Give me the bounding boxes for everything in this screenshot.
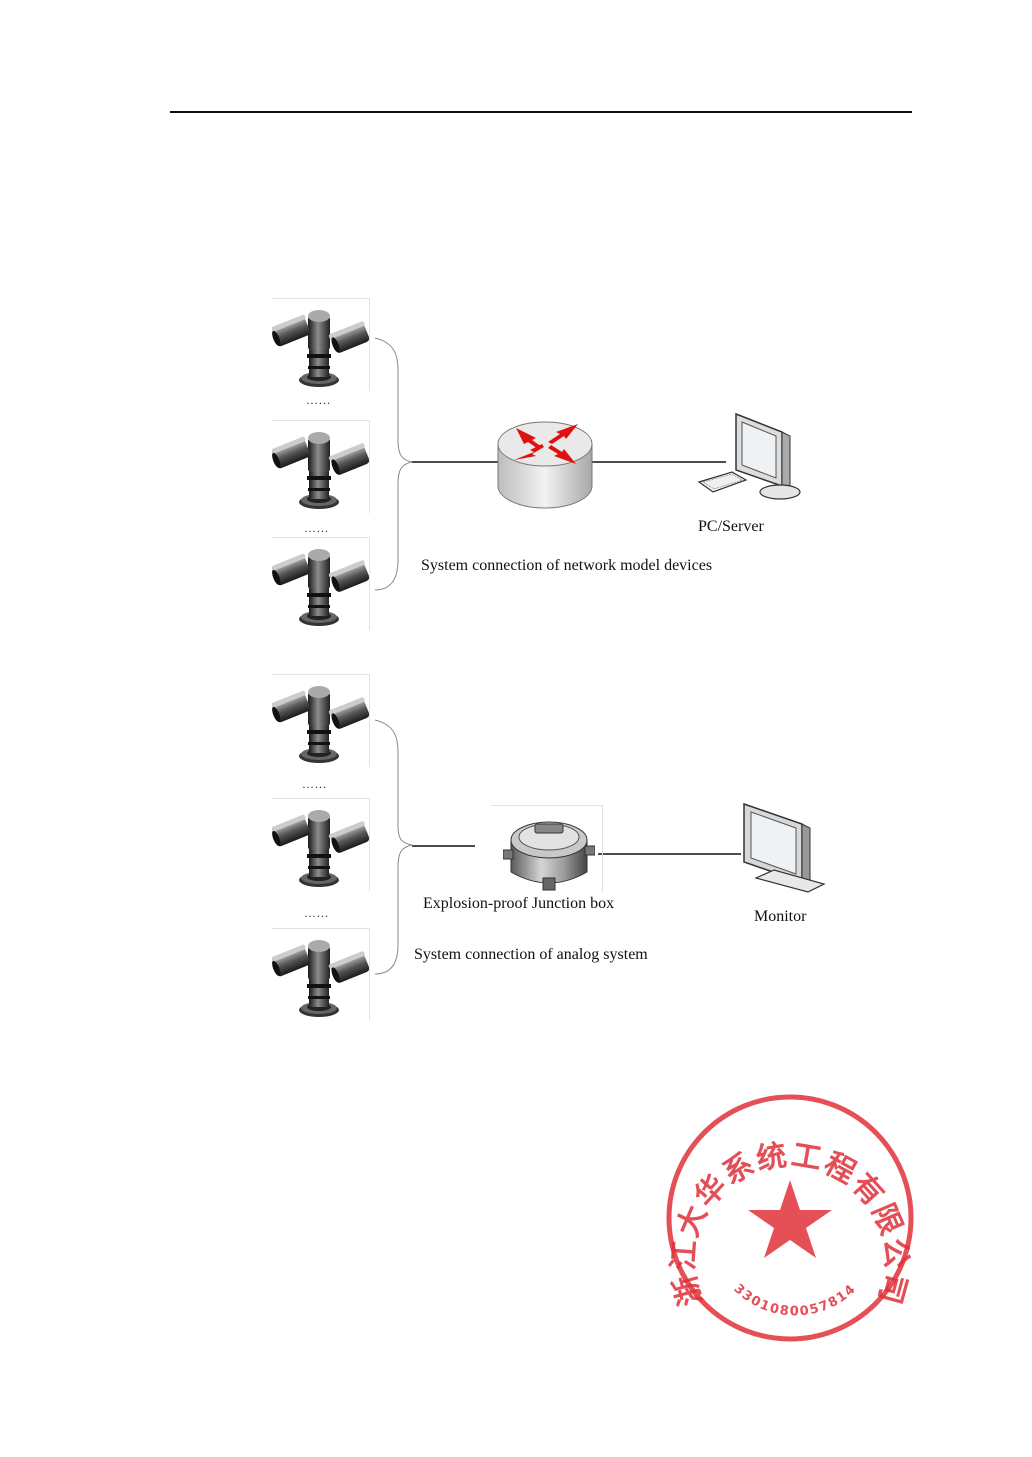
ptz-dual-camera-icon bbox=[272, 928, 370, 1021]
pc-server-icon bbox=[694, 410, 806, 502]
ellipsis: …… bbox=[302, 777, 327, 792]
analog-caption: System connection of analog system bbox=[414, 946, 648, 964]
junction-box-label: Explosion-proof Junction box bbox=[423, 895, 614, 913]
svg-text:3301080057814: 3301080057814 bbox=[731, 1281, 860, 1319]
pc-server-label: PC/Server bbox=[698, 518, 764, 536]
company-seal: 浙江大华系统工程有限公司 3301080057814 bbox=[662, 1090, 918, 1346]
monitor-icon bbox=[738, 800, 828, 896]
ptz-dual-camera-icon bbox=[272, 674, 370, 767]
router-icon bbox=[496, 414, 594, 514]
monitor-label: Monitor bbox=[754, 908, 806, 926]
seal-number: 3301080057814 bbox=[731, 1281, 860, 1319]
ellipsis: …… bbox=[304, 906, 329, 921]
junction-box-icon bbox=[503, 810, 595, 892]
ptz-dual-camera-icon bbox=[272, 798, 370, 891]
network-caption: System connection of network model devic… bbox=[421, 557, 712, 575]
